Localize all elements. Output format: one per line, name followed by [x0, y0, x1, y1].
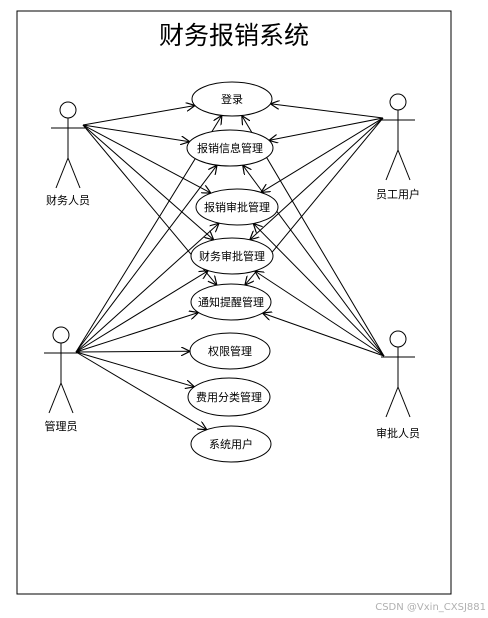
association-admin-uc6	[75, 351, 190, 352]
watermark: CSDN @Vxin_CXSJ881	[375, 602, 486, 613]
association-admin-uc3	[75, 223, 219, 353]
system-boundary	[16, 10, 452, 595]
association-employee-uc3	[261, 117, 384, 192]
association-approver-uc4	[255, 271, 385, 357]
association-employee-uc1	[270, 104, 384, 119]
diagram-title: 财务报销系统	[159, 21, 309, 50]
use-case-label: 登录	[221, 92, 243, 106]
association-admin-uc8	[75, 351, 207, 430]
actor-label: 员工用户	[376, 187, 420, 201]
actor-figure-icon	[44, 326, 78, 414]
use-case-ellipse	[189, 332, 271, 370]
use-case-uc7: 费用分类管理	[187, 377, 271, 417]
use-case-label: 权限管理	[208, 344, 252, 358]
use-case-label: 通知提醒管理	[198, 295, 264, 309]
actor-figure-icon	[51, 101, 85, 189]
actor-employee: 员工用户	[376, 93, 420, 201]
association-finance-uc3	[82, 124, 211, 193]
use-case-uc1: 登录	[191, 81, 273, 117]
actor-finance: 财务人员	[46, 101, 90, 207]
actor-admin: 管理员	[44, 326, 78, 433]
use-case-ellipse	[191, 81, 273, 117]
actor-figure-icon	[381, 93, 415, 181]
actor-figure-icon	[381, 330, 415, 418]
use-case-ellipse	[190, 237, 274, 275]
association-finance-uc1	[82, 106, 195, 126]
use-case-uc5: 通知提醒管理	[190, 283, 272, 321]
association-admin-uc7	[75, 351, 194, 387]
use-case-label: 报销审批管理	[204, 200, 270, 214]
association-finance-uc4	[82, 124, 214, 240]
use-case-uc8: 系统用户	[190, 425, 272, 463]
actor-label: 审批人员	[376, 426, 420, 440]
use-case-label: 报销信息管理	[197, 141, 263, 155]
use-case-uc4: 财务审批管理	[190, 237, 274, 275]
association-admin-uc2	[75, 165, 217, 353]
use-case-ellipse	[187, 377, 271, 417]
actor-label: 管理员	[45, 419, 78, 433]
use-case-label: 财务审批管理	[199, 249, 265, 263]
use-case-uc3: 报销审批管理	[195, 188, 279, 226]
use-case-uc6: 权限管理	[189, 332, 271, 370]
association-finance-uc2	[82, 124, 190, 142]
association-employee-uc4	[250, 117, 384, 240]
association-admin-uc4	[75, 271, 208, 353]
actor-label: 财务人员	[46, 193, 90, 207]
actor-approver: 审批人员	[376, 330, 420, 440]
association-admin-uc5	[75, 313, 199, 353]
use-case-ellipse	[190, 283, 272, 321]
use-case-ellipse	[186, 129, 274, 167]
use-case-ellipse	[195, 188, 279, 226]
use-case-label: 系统用户	[209, 437, 253, 451]
use-case-ellipse	[190, 425, 272, 463]
association-approver-uc3	[253, 224, 385, 357]
association-lines	[75, 104, 385, 430]
association-employee-uc2	[269, 117, 384, 140]
association-approver-uc5	[263, 313, 385, 357]
use-case-label: 费用分类管理	[196, 390, 262, 404]
use-case-uc2: 报销信息管理	[186, 129, 274, 167]
